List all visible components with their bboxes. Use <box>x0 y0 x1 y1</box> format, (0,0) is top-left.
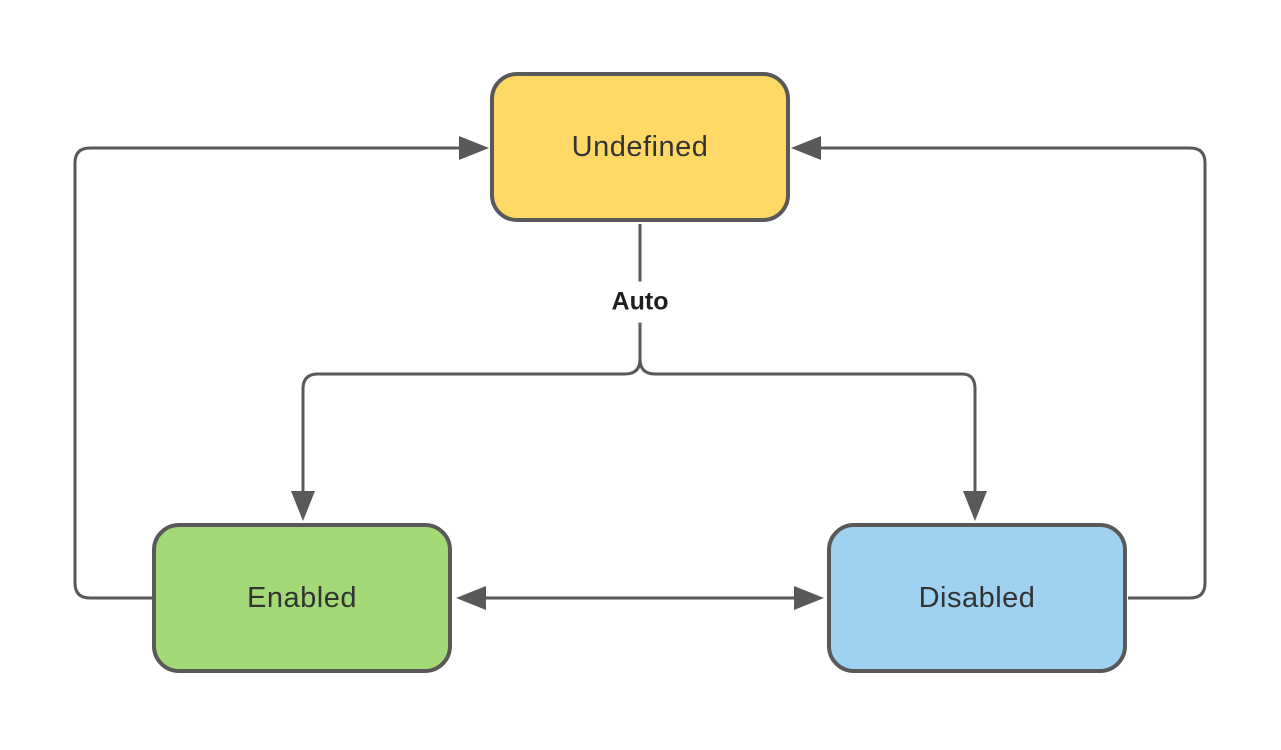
arrowhead-into-undefined-left <box>459 136 489 160</box>
state-node-enabled-label: Enabled <box>247 581 357 614</box>
state-node-disabled: Disabled <box>827 523 1127 673</box>
edge-label-auto: Auto <box>601 281 679 323</box>
arrowhead-into-enabled-right <box>456 586 486 610</box>
edge-disabled-to-undefined <box>821 146 1207 600</box>
arrowhead-into-disabled-left <box>794 586 824 610</box>
state-node-undefined-label: Undefined <box>571 130 709 163</box>
edge-enabled-to-undefined <box>73 146 459 600</box>
arrowhead-into-disabled-top <box>963 491 987 521</box>
arrowhead-into-undefined-right <box>791 136 821 160</box>
state-node-enabled: Enabled <box>152 523 452 673</box>
edge-auto-to-disabled <box>638 224 977 491</box>
state-node-disabled-label: Disabled <box>918 581 1036 614</box>
arrowhead-into-enabled-top <box>291 491 315 521</box>
edge-auto-to-enabled <box>301 224 642 491</box>
state-node-undefined: Undefined <box>490 72 790 222</box>
